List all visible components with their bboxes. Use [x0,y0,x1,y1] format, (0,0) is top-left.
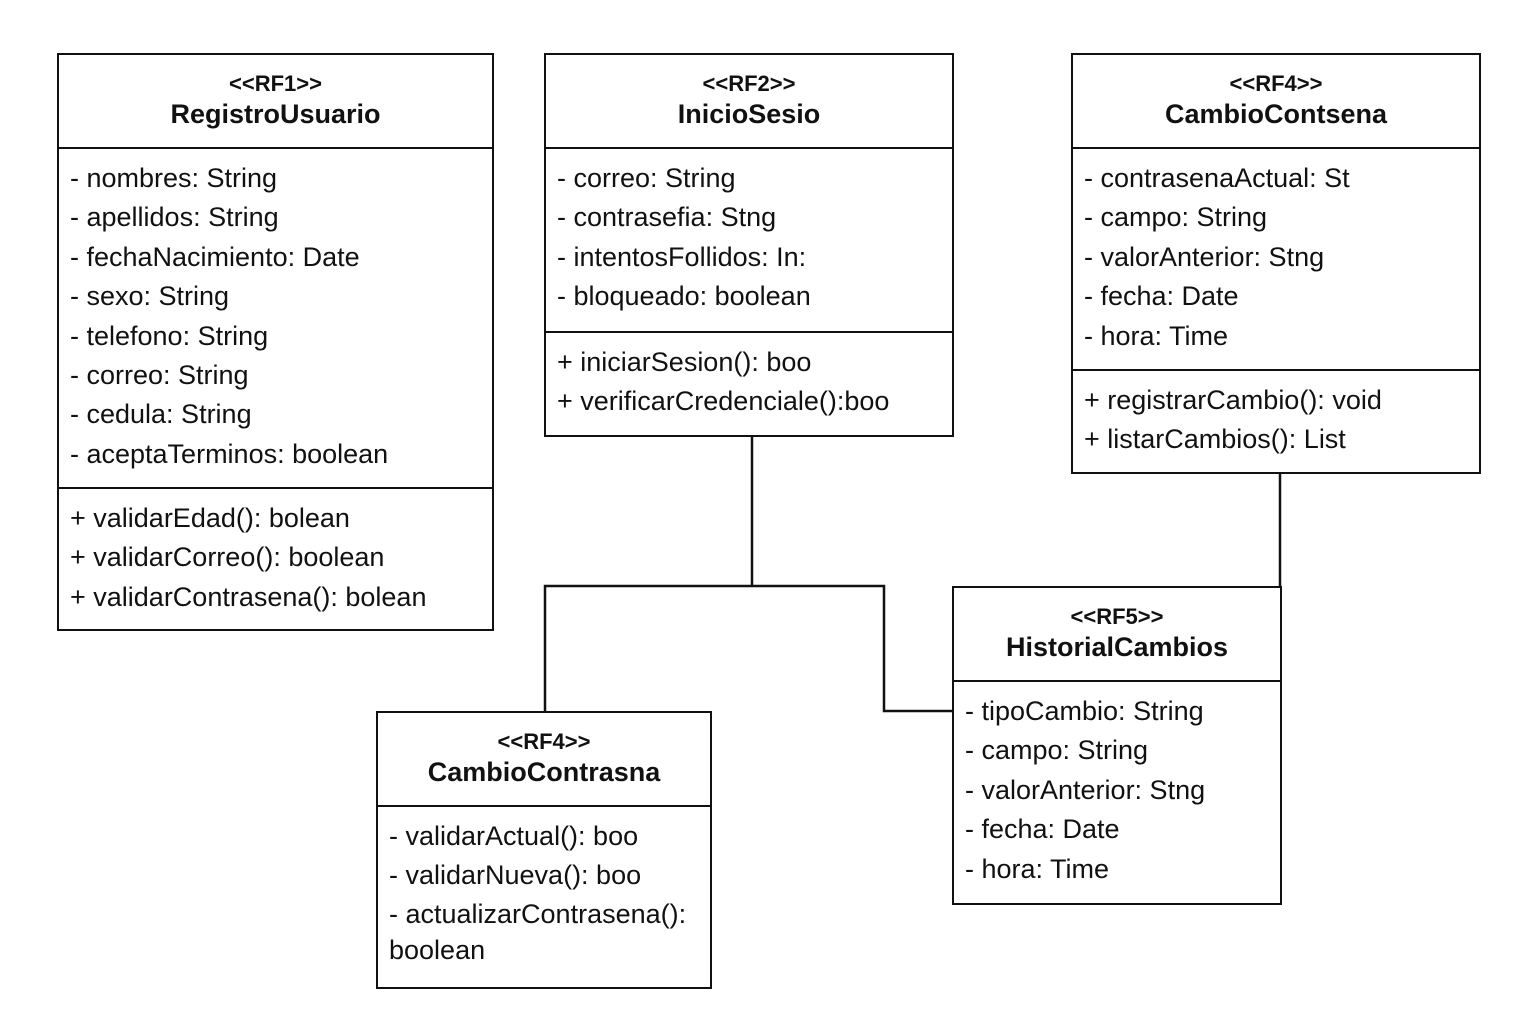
operations-section: + validarEdad(): bolean + validarCorreo(… [59,489,492,617]
attribute: - hora: Time [965,853,1110,884]
stereotype-label: <<RF4>> [1229,71,1323,96]
class-header: <<RF5>> HistorialCambios [954,588,1280,682]
attribute: - bloqueado: boolean [557,281,811,312]
class-inicio-sesion[interactable]: <<RF2>> InicioSesio - correo: String - c… [544,53,954,437]
attribute: - campo: String [965,735,1149,766]
stereotype-label: <<RF4>> [497,729,591,754]
class-name: HistorialCambios [1005,632,1229,662]
operations-section: - validarActual(): boo - validarNueva():… [378,807,710,968]
attribute: - telefono: String [70,320,269,351]
operation: - validarNueva(): boo [389,860,642,891]
attributes-section: - correo: String - contrasefia: Stng - i… [546,149,952,333]
class-name: CambioContsena [1164,99,1388,129]
operation: + registrarCambio(): void [1084,385,1382,415]
class-cambio-contsena[interactable]: <<RF4>> CambioContsena - contrasenaActua… [1071,53,1481,474]
class-header: <<RF4>> CambioContsena [1073,55,1479,149]
class-registro-usuario[interactable]: <<RF1>> RegistroUsuario - nombres: Strin… [57,53,494,631]
attribute: - campo: String [1084,202,1268,233]
operation: + validarContrasena(): bolean [70,581,427,612]
attribute: - sexo: String [70,281,230,312]
attribute: - aceptaTerminos: boolean [70,438,389,469]
attribute: - tipoCambio: String [965,696,1204,726]
cambio-contrasna-link-line [543,584,952,713]
attribute: - valorAnterior: Stng [965,774,1206,805]
class-cambio-contrasna[interactable]: <<RF4>> CambioContrasna - validarActual(… [376,711,712,989]
attribute: - contrasefia: Stng [557,202,777,233]
stereotype-label: <<RF1>> [229,71,322,96]
attributes-section: - tipoCambio: String - campo: String - v… [954,682,1280,889]
attribute: - hora: Time [1084,320,1229,351]
attribute: - contrasenaActual: St [1084,163,1350,193]
class-name: RegistroUsuario [170,99,381,129]
attribute: - correo: String [70,360,249,391]
stereotype-label: <<RF2>> [702,71,796,96]
attribute: - nombres: String [70,163,278,193]
class-historial-cambios[interactable]: <<RF5>> HistorialCambios - tipoCambio: S… [952,586,1282,905]
operation: + verificarCredenciale():boo [557,386,890,417]
attribute: - valorAnterior: Stng [1084,241,1325,272]
operation: - validarActual(): boo [389,821,639,851]
attribute: - correo: String [557,163,736,193]
class-header: <<RF2>> InicioSesio [546,55,952,149]
operation: - actualizarContrasena(): boolean [389,898,687,965]
attribute: - intentosFollidos: In: [557,241,807,272]
attribute: - cedula: String [70,399,252,430]
class-name: InicioSesio [677,99,821,129]
stereotype-label: <<RF5>> [1070,604,1164,629]
operations-section: + registrarCambio(): void + listarCambio… [1073,371,1479,460]
operation: + iniciarSesion(): boo [557,347,812,377]
attributes-section: - nombres: String - apellidos: String - … [59,149,492,489]
class-name: CambioContrasna [427,757,661,787]
class-header: <<RF1>> RegistroUsuario [59,55,492,149]
operation: + listarCambios(): List [1084,424,1346,455]
class-header: <<RF4>> CambioContrasna [378,713,710,807]
operations-section: + iniciarSesion(): boo + verificarCreden… [546,333,952,422]
attribute: - fecha: Date [965,814,1120,845]
operation: + validarCorreo(): boolean [70,542,385,573]
attributes-section: - contrasenaActual: St - campo: String -… [1073,149,1479,371]
attribute: - fecha: Date [1084,281,1239,312]
attribute: - fechaNacimiento: Date [70,241,360,272]
attribute: - apellidos: String [70,202,279,233]
operation: + validarEdad(): bolean [70,503,350,533]
